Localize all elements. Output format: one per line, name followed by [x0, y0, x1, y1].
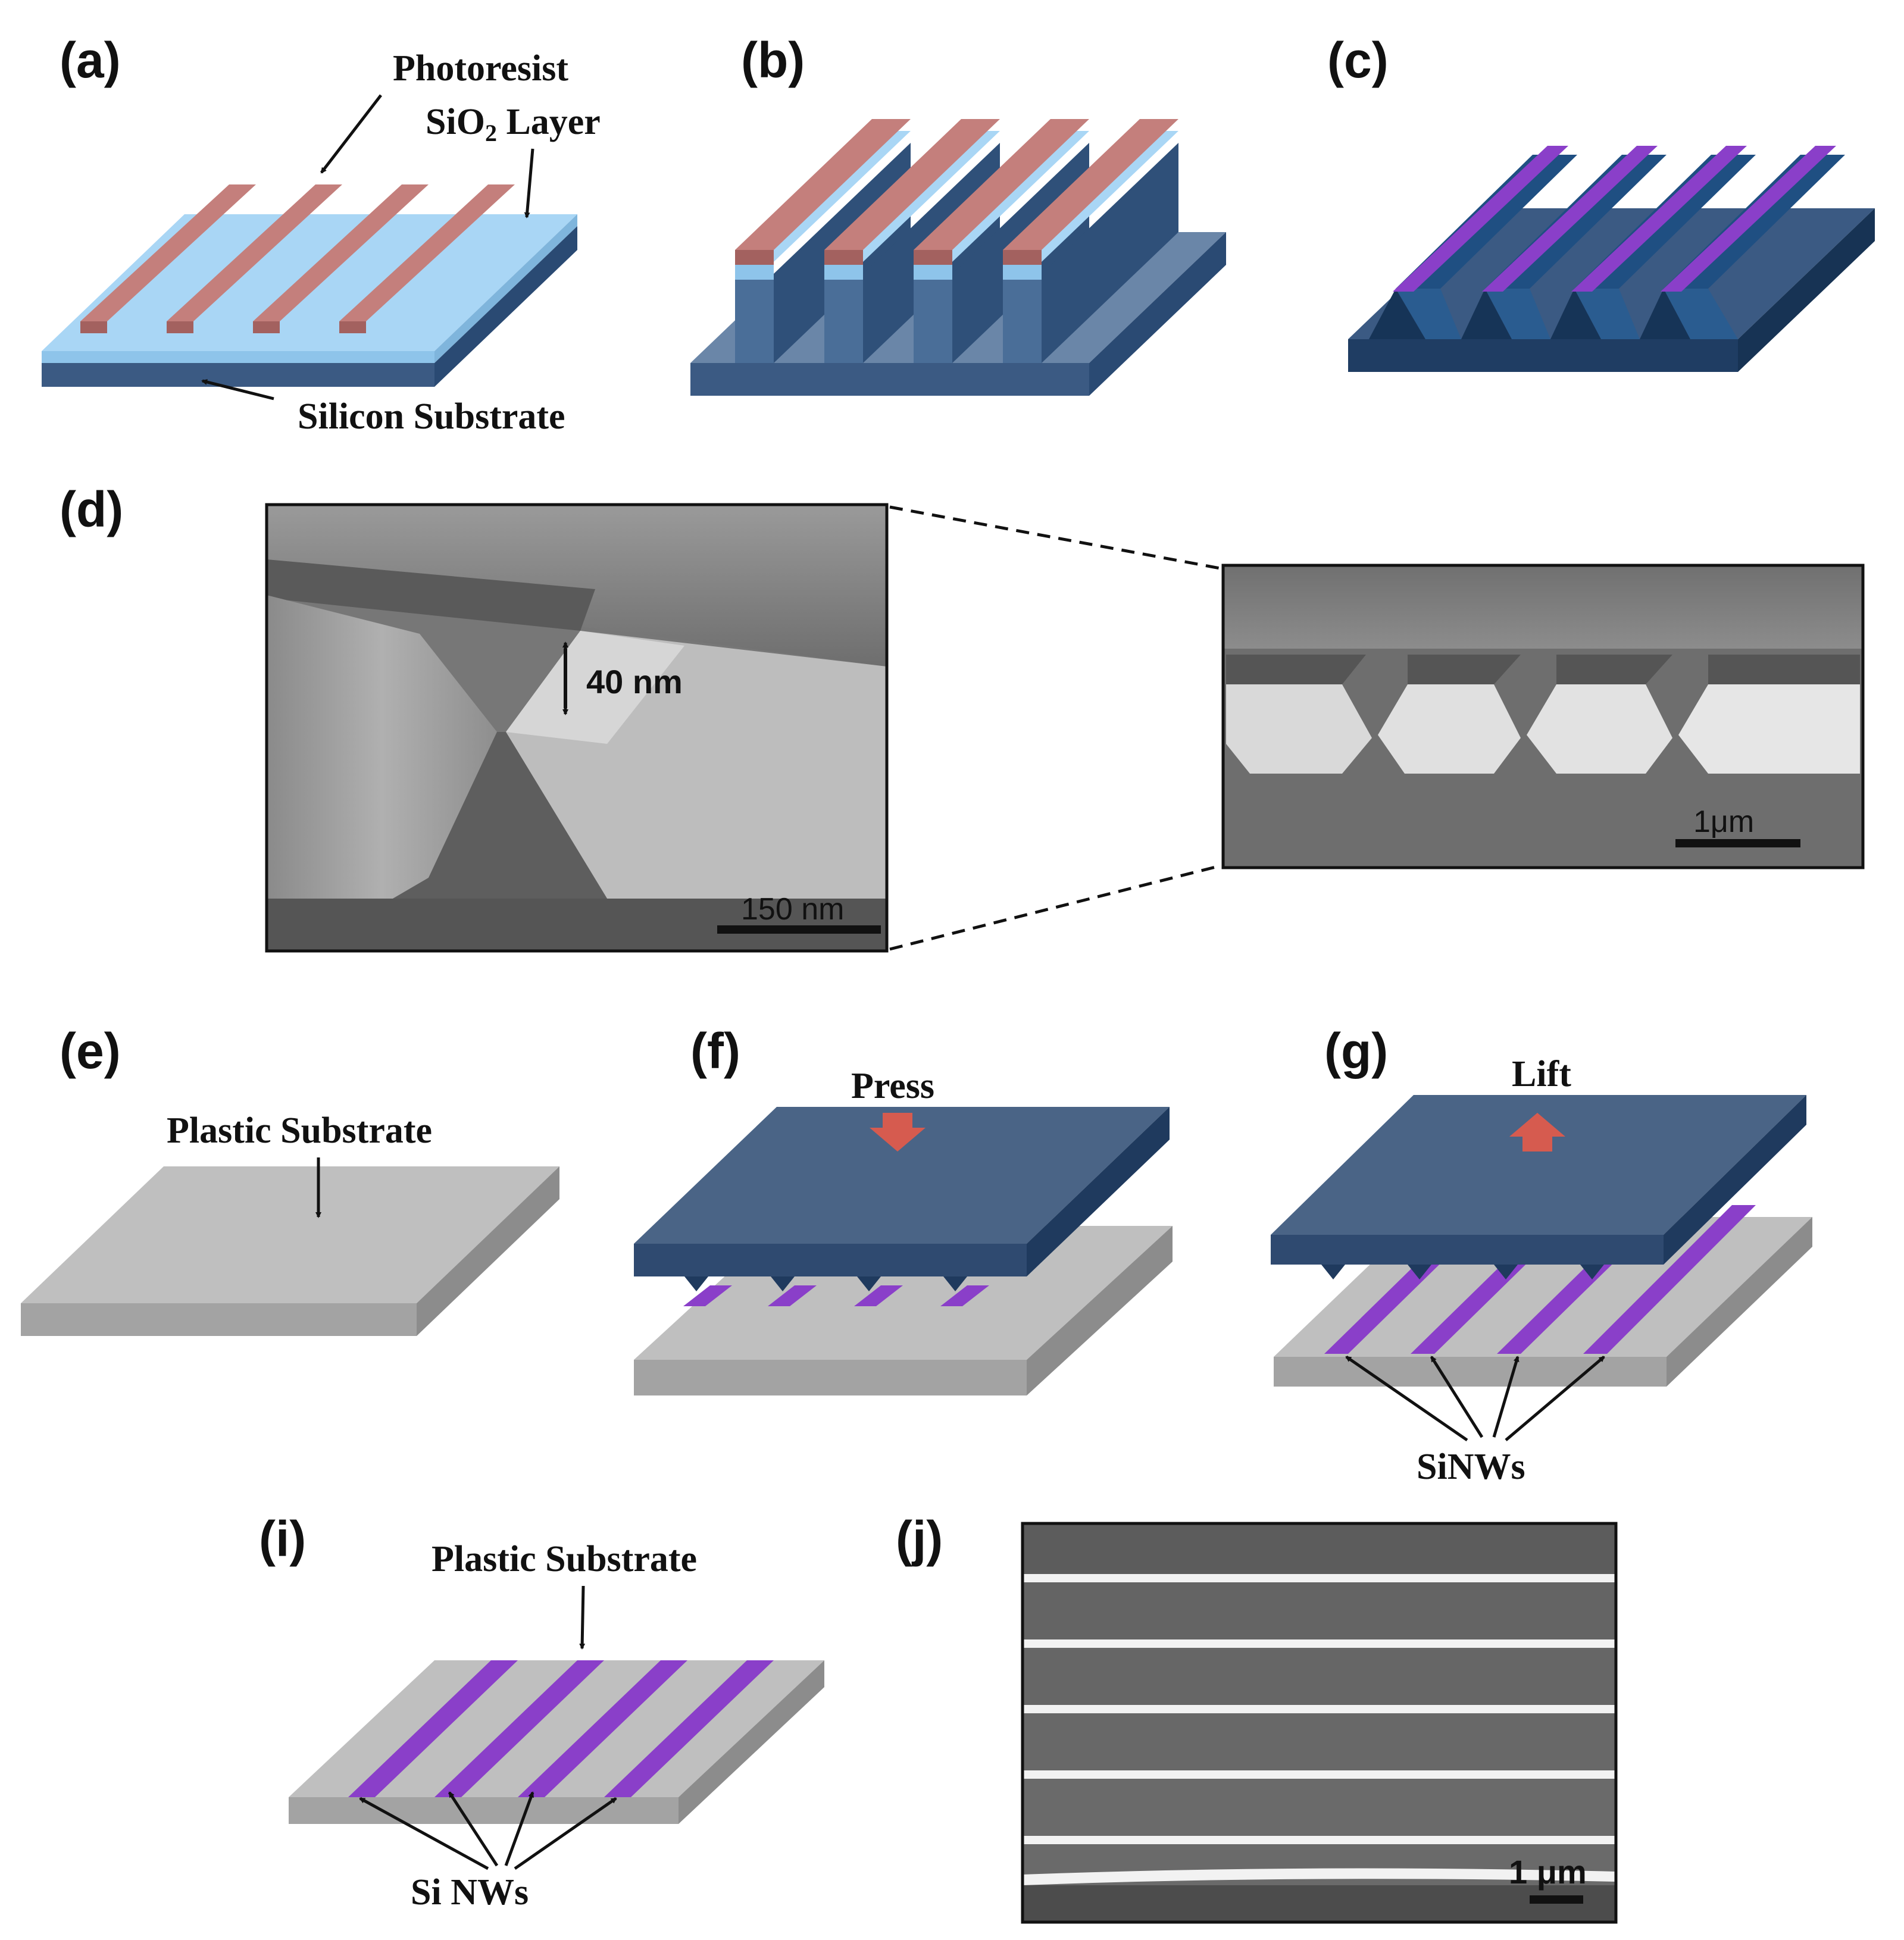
- plastic-substrate-label-i: Plastic Substrate: [432, 1539, 697, 1579]
- panel-label-f: (f): [690, 1023, 740, 1079]
- panel-label-c: (c): [1327, 32, 1389, 88]
- etched-silicon-base-front: [690, 363, 1089, 396]
- gap-label: 40 nm: [586, 663, 683, 700]
- plastic-substrate-top: [21, 1166, 559, 1303]
- silicon-fins: [735, 119, 1178, 363]
- stamp-teeth-f: [684, 1276, 967, 1291]
- scale-bar-j: [1530, 1895, 1583, 1904]
- panel-label-i: (i): [259, 1511, 306, 1567]
- silicon-stamp-f-side: [1027, 1107, 1170, 1276]
- si-nws-arrow-4: [514, 1797, 617, 1870]
- silicon-substrate-side: [434, 226, 577, 387]
- si-nws-arrow-3: [504, 1791, 534, 1866]
- si-nws-arrow-2: [448, 1791, 499, 1867]
- panel-g: (g) Lift SiNWs: [1271, 1023, 1812, 1487]
- sinws-arrow-2: [1430, 1356, 1484, 1438]
- plastic-substrate-side: [417, 1166, 559, 1336]
- plastic-substrate-front: [21, 1303, 417, 1336]
- panel-label-a: (a): [60, 32, 121, 88]
- photoresist-label: Photoresist: [393, 48, 568, 89]
- silicon-stamp-g-side: [1664, 1095, 1806, 1265]
- scale-label-right: 1μm: [1693, 805, 1754, 839]
- etched-silicon-base-side: [1089, 232, 1226, 396]
- plastic-substrate-f-front: [634, 1360, 1027, 1395]
- plastic-substrate-f-side: [1027, 1226, 1173, 1395]
- silicon-arrow: [201, 379, 274, 400]
- stamp-teeth-g: [1321, 1265, 1604, 1279]
- panel-i: (i) Plastic Substrate Si NWs: [259, 1511, 824, 1913]
- sinws-arrow-1: [1345, 1355, 1468, 1442]
- silicon-substrate-label: Silicon Substrate: [298, 396, 565, 437]
- panel-f: (f) Press: [634, 1023, 1173, 1395]
- silicon-stamp-f-top: [634, 1107, 1170, 1244]
- photoresist-arrow: [320, 94, 382, 174]
- silicon-substrate-front: [42, 363, 434, 387]
- triangular-silicon-base-front: [1348, 339, 1738, 372]
- panel-label-e: (e): [60, 1023, 121, 1079]
- zoom-line-bottom: [889, 864, 1221, 951]
- nanowire-lines-j: [1023, 1574, 1616, 1885]
- zoom-line-top: [889, 505, 1221, 570]
- silicon-stamp-f-front: [634, 1244, 1027, 1276]
- nanowire-stubs-f: [683, 1285, 989, 1306]
- lift-arrow: [1509, 1113, 1565, 1152]
- panel-c: (c): [1327, 32, 1875, 372]
- panel-a: (a) Photoresist SiO2 Layer Silicon Subst…: [42, 32, 601, 437]
- silicon-stamp-g-front: [1271, 1235, 1664, 1265]
- scale-bar-left: [717, 925, 881, 934]
- sem-crystal-row: [1226, 655, 1860, 774]
- photoresist-stripes: [80, 184, 515, 333]
- nanowire-stripes-i: [348, 1660, 774, 1797]
- panel-d: (d) 40 nm 150 nm: [60, 481, 1865, 953]
- sem-image-overview: 1μm: [1221, 564, 1865, 869]
- si-nws-label-i: Si NWs: [411, 1872, 529, 1913]
- panel-j: (j) 1 μm: [896, 1511, 1618, 1924]
- silicon-stamp-g-top: [1271, 1095, 1806, 1235]
- panel-label-b: (b): [741, 32, 805, 88]
- plastic-substrate-i-side: [679, 1660, 824, 1824]
- sem-image-transferred-nanowires: 1 μm: [1021, 1522, 1618, 1924]
- press-label: Press: [851, 1066, 934, 1106]
- sio2-layer-front: [42, 351, 434, 363]
- panel-b: (b): [690, 32, 1226, 396]
- press-arrow: [870, 1113, 926, 1152]
- lift-label: Lift: [1512, 1054, 1571, 1094]
- plastic-substrate-g-front: [1274, 1357, 1667, 1387]
- sinws-arrow-3: [1492, 1356, 1520, 1438]
- panel-e: (e) Plastic Substrate: [21, 1023, 559, 1336]
- panel-label-d: (d): [60, 481, 123, 537]
- panel-label-g: (g): [1324, 1023, 1388, 1079]
- plastic-arrow-i: [579, 1585, 586, 1650]
- scale-label-j: 1 μm: [1509, 1853, 1587, 1891]
- si-nws-arrow-1: [359, 1797, 489, 1870]
- plastic-substrate-i-front: [289, 1797, 679, 1824]
- scale-bar-right: [1675, 839, 1800, 847]
- plastic-substrate-label: Plastic Substrate: [167, 1110, 432, 1151]
- nanowire-stripes-c: [1393, 146, 1836, 292]
- sio2-arrow: [524, 148, 534, 218]
- sio2-layer-side: [434, 214, 577, 363]
- sio2-label: SiO2 Layer: [426, 102, 601, 146]
- sem-image-closeup: 40 nm 150 nm: [265, 503, 889, 953]
- panel-label-j: (j): [896, 1511, 943, 1567]
- triangular-silicon-base-side: [1738, 208, 1875, 372]
- plastic-substrate-g-side: [1667, 1217, 1812, 1387]
- sinws-arrow-4: [1505, 1356, 1605, 1441]
- plastic-substrate-i-top: [289, 1660, 824, 1797]
- sinws-label-g: SiNWs: [1417, 1447, 1525, 1487]
- scale-label-left: 150 nm: [741, 892, 844, 927]
